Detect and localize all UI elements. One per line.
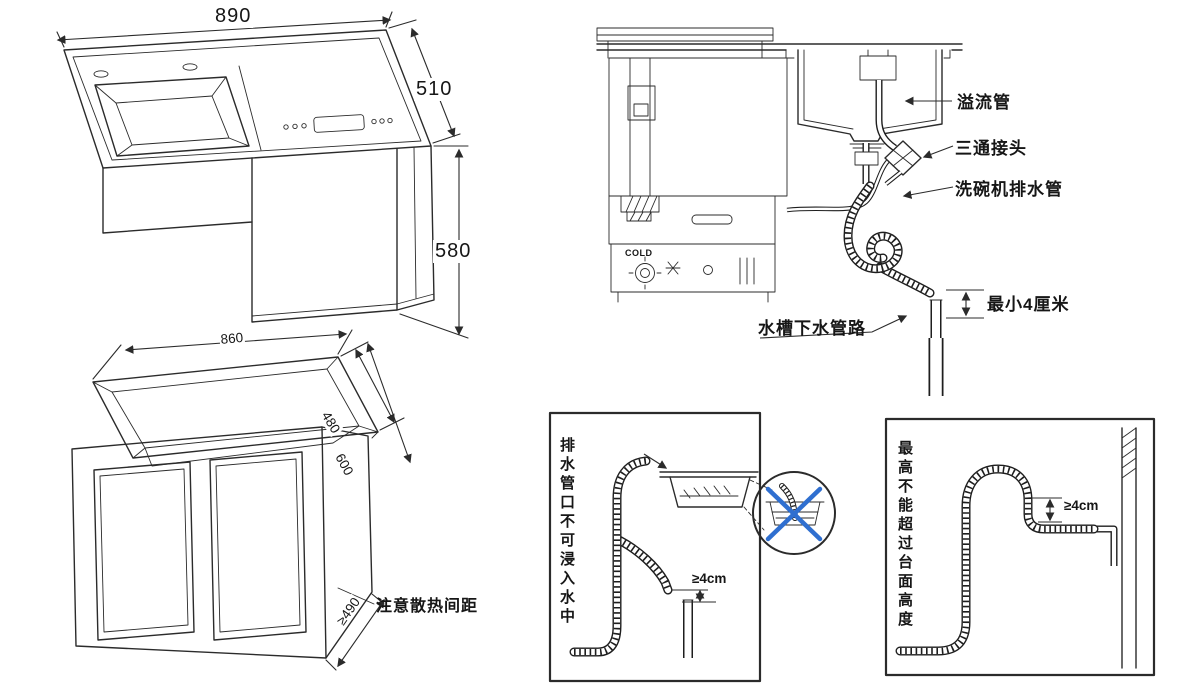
label-tee-joint: 三通接头: [955, 139, 1027, 158]
wall-section: [1121, 427, 1137, 669]
warning-left-gap: ≥4cm: [692, 571, 727, 586]
dim-cabinet-860: 860: [219, 329, 245, 347]
warning-left-note: 排水管口不可浸入水中: [558, 437, 575, 627]
blue-cross-icon: [765, 486, 823, 542]
dimension-lines-top-unit: [56, 11, 469, 339]
control-panel: [283, 114, 393, 133]
warning-right-note: 最高不能超过台面高度: [896, 440, 913, 630]
label-leaders: [759, 96, 954, 339]
dim-width-890: 890: [213, 5, 254, 28]
dim-depth-510: 510: [414, 78, 455, 101]
label-overflow-pipe: 溢流管: [957, 93, 1011, 112]
label-cold-valve: COLD: [625, 248, 653, 258]
cold-valve-knob: [628, 256, 662, 290]
warning-right-gap: ≥4cm: [1064, 498, 1099, 513]
dimension-lines-cabinet: [92, 329, 412, 671]
cabinet-isometric-drawing: [71, 329, 412, 671]
sink-unit-isometric-drawing: [56, 11, 469, 339]
drain-piping: [759, 80, 984, 396]
label-dishwasher-drain: 洗碗机排水管: [955, 180, 1063, 199]
heat-clearance-note: 注意散热间距: [376, 598, 479, 615]
no-submersion-detail: [752, 471, 836, 555]
gap-dimension-right: [1032, 497, 1062, 523]
dim-height-580: 580: [433, 240, 474, 263]
label-sink-drain-line: 水槽下水管路: [758, 319, 866, 338]
gap-dimension-left: [672, 589, 716, 603]
label-min-4cm: 最小4厘米: [987, 295, 1070, 314]
plumbing-schematic: [596, 27, 963, 303]
min-gap-dimension: [946, 289, 984, 319]
small-sink-basin: [659, 471, 759, 508]
warning-box-right: [884, 417, 1156, 677]
warning-box-left: [548, 411, 836, 683]
